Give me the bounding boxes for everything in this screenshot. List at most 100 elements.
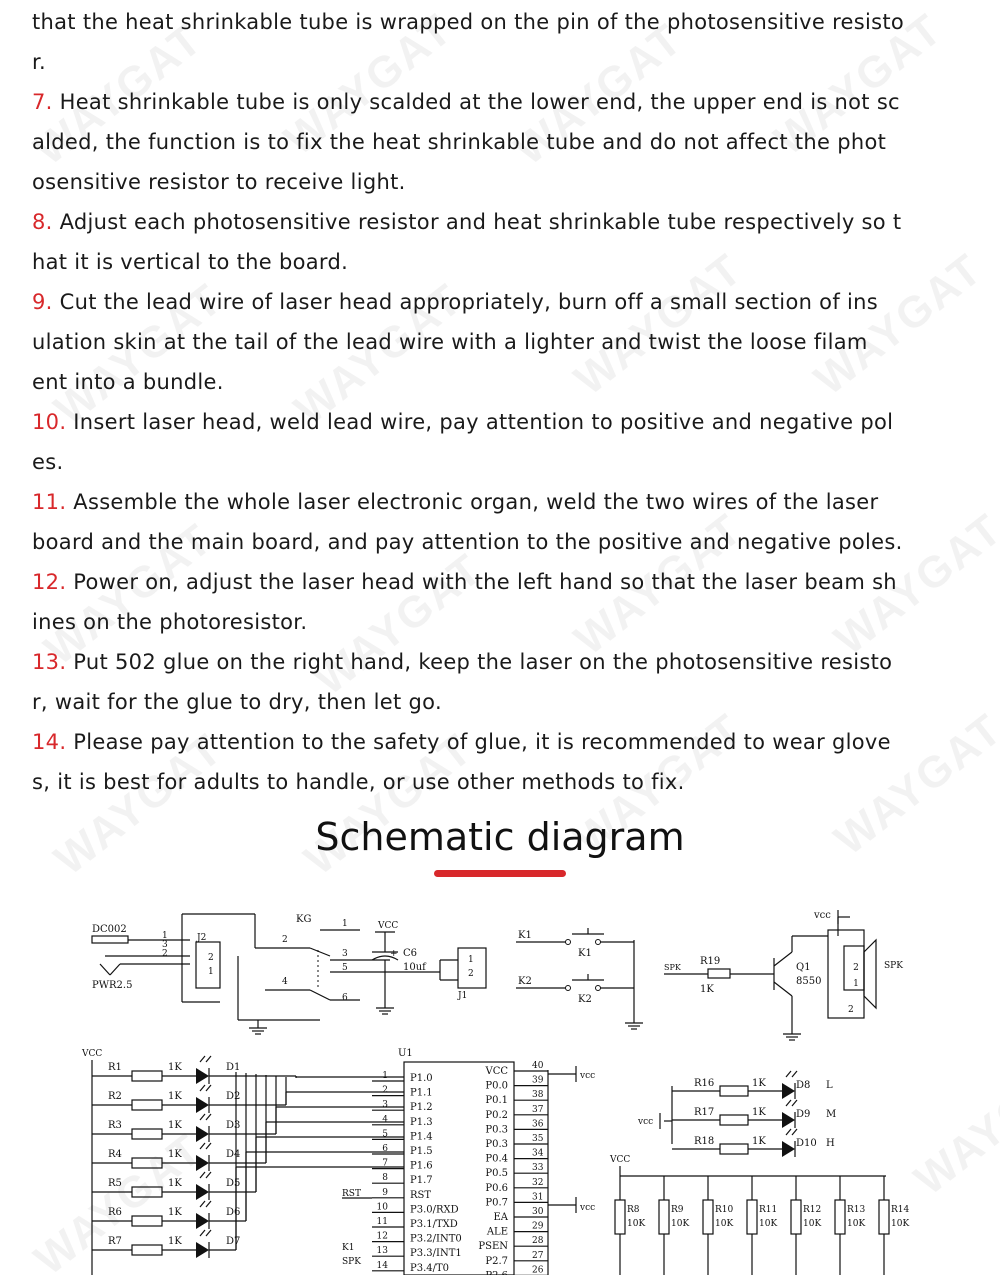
led-light-arrow xyxy=(199,1113,206,1121)
rst-net-label: RST xyxy=(342,1189,361,1199)
mcu-pin-name: P0.6 xyxy=(485,1183,508,1194)
resistor-value: 10K xyxy=(671,1219,689,1229)
step-number: 12. xyxy=(32,570,67,594)
step-text: Heat shrinkable tube is only scalded at … xyxy=(52,90,900,114)
mcu-pin-name: P3.3/INT1 xyxy=(410,1248,462,1259)
step-line: 14. Please pay attention to the safety o… xyxy=(32,722,972,762)
transistor-model: 8550 xyxy=(796,976,821,987)
led-light-arrow xyxy=(785,1070,792,1078)
resistor-value: 10K xyxy=(759,1219,777,1229)
step-line: es. xyxy=(32,442,972,482)
step-number: 8. xyxy=(32,210,53,234)
instruction-steps: that the heat shrinkable tube is wrapped… xyxy=(32,2,972,802)
wire xyxy=(109,963,121,976)
spk-net-label: SPK xyxy=(664,963,682,972)
step-text: r. xyxy=(32,50,46,74)
switch-pin: 3 xyxy=(342,949,348,959)
resistor-body xyxy=(131,1157,163,1169)
resistor-name: R7 xyxy=(108,1236,122,1247)
resistor-value: 1K xyxy=(752,1136,766,1147)
led-symbol xyxy=(196,1155,209,1171)
led-light-arrow xyxy=(785,1128,792,1136)
step-number: 9. xyxy=(32,290,53,314)
step-line: ent into a bundle. xyxy=(32,362,972,402)
led-light-arrow xyxy=(205,1171,212,1179)
step-text: Cut the lead wire of laser head appropri… xyxy=(52,290,878,314)
key-contact xyxy=(565,985,571,991)
led-light-arrow xyxy=(791,1128,798,1136)
mcu-pin-name: P1.7 xyxy=(410,1175,433,1186)
section-title: Schematic diagram xyxy=(315,815,685,859)
resistor-value: 10K xyxy=(627,1219,645,1229)
mcu-pin-name: P0.7 xyxy=(485,1197,508,1208)
led-symbol xyxy=(196,1126,209,1142)
capacitor-name: C6 xyxy=(403,948,417,959)
speaker-cone xyxy=(863,938,877,1010)
led-name: D3 xyxy=(226,1120,240,1131)
k1-net-label: K1 xyxy=(342,1243,354,1253)
connector-j2-pin: 1 xyxy=(208,967,214,977)
step-text: r, wait for the glue to dry, then let go… xyxy=(32,690,442,714)
resistor-value: 1K xyxy=(752,1107,766,1118)
speaker-pin: 2 xyxy=(848,1005,854,1015)
step-line: 7. Heat shrinkable tube is only scalded … xyxy=(32,82,972,122)
mcu-pin-name: P0.0 xyxy=(485,1081,508,1092)
mcu-pin-name: P2.7 xyxy=(485,1256,508,1267)
key-contact xyxy=(565,939,571,945)
mcu-pin-name: P3.2/INT0 xyxy=(410,1234,462,1245)
mcu-pin-name: P3.0/RXD xyxy=(410,1204,459,1215)
switch-pin: 1 xyxy=(342,919,348,929)
resistor-name: R4 xyxy=(108,1149,122,1160)
resistor-body xyxy=(790,1199,802,1235)
resistor-body xyxy=(719,1143,749,1155)
led-light-arrow xyxy=(785,1099,792,1107)
mcu-pin-name: P0.3 xyxy=(485,1139,508,1150)
speaker-name: SPK xyxy=(884,961,903,971)
transistor-name: Q1 xyxy=(796,962,811,973)
led-light-arrow xyxy=(199,1142,206,1150)
mcu-pin-name: P1.4 xyxy=(410,1131,433,1142)
mcu-pin-number: 28 xyxy=(532,1236,544,1246)
resistor-body xyxy=(131,1128,163,1140)
mcu-pin-name: P0.1 xyxy=(485,1095,508,1106)
mcu-pin-number: 40 xyxy=(532,1061,544,1071)
led-light-arrow xyxy=(205,1084,212,1092)
capacitor-polarity: + xyxy=(390,949,398,959)
led-symbol xyxy=(782,1112,795,1128)
mcu-pin-number: 2 xyxy=(382,1086,388,1096)
step-text: ines on the photoresistor. xyxy=(32,610,308,634)
mcu-pin-number: 13 xyxy=(377,1246,389,1256)
resistor-body xyxy=(131,1070,163,1082)
led-light-arrow xyxy=(205,1055,212,1063)
mcu-pin-number: 3 xyxy=(382,1100,388,1110)
step-text: alded, the function is to fix the heat s… xyxy=(32,130,887,154)
resistor-value: 10K xyxy=(803,1219,821,1229)
mcu-pin-number: 5 xyxy=(382,1129,388,1139)
step-number: 14. xyxy=(32,730,67,754)
wire xyxy=(309,947,331,957)
mcu-pin-name: P1.5 xyxy=(410,1146,433,1157)
led-light-arrow xyxy=(205,1142,212,1150)
step-text: that the heat shrinkable tube is wrapped… xyxy=(32,10,905,34)
mcu-pin-number: 4 xyxy=(382,1115,388,1125)
led-light-arrow xyxy=(205,1113,212,1121)
led-light-arrow xyxy=(199,1171,206,1179)
step-number: 10. xyxy=(32,410,67,434)
resistor-value: 1K xyxy=(168,1236,182,1247)
resistor-name: R13 xyxy=(847,1205,866,1215)
mcu-pin-name: P1.2 xyxy=(410,1102,433,1113)
step-text: es. xyxy=(32,450,64,474)
wire xyxy=(773,981,793,997)
step-line: s, it is best for adults to handle, or u… xyxy=(32,762,972,802)
mcu-pin-number: 7 xyxy=(382,1159,388,1169)
resistor-body xyxy=(719,1114,749,1126)
mcu-pin-number: 26 xyxy=(532,1265,544,1275)
step-line: r, wait for the glue to dry, then let go… xyxy=(32,682,972,722)
step-line: ines on the photoresistor. xyxy=(32,602,972,642)
resistor-name: R14 xyxy=(891,1205,910,1215)
resistor-name: R6 xyxy=(108,1207,122,1218)
led-symbol xyxy=(196,1068,209,1084)
mcu-pin-number: 36 xyxy=(532,1119,544,1129)
resistor-name: R12 xyxy=(803,1205,821,1215)
led-light-arrow xyxy=(199,1055,206,1063)
